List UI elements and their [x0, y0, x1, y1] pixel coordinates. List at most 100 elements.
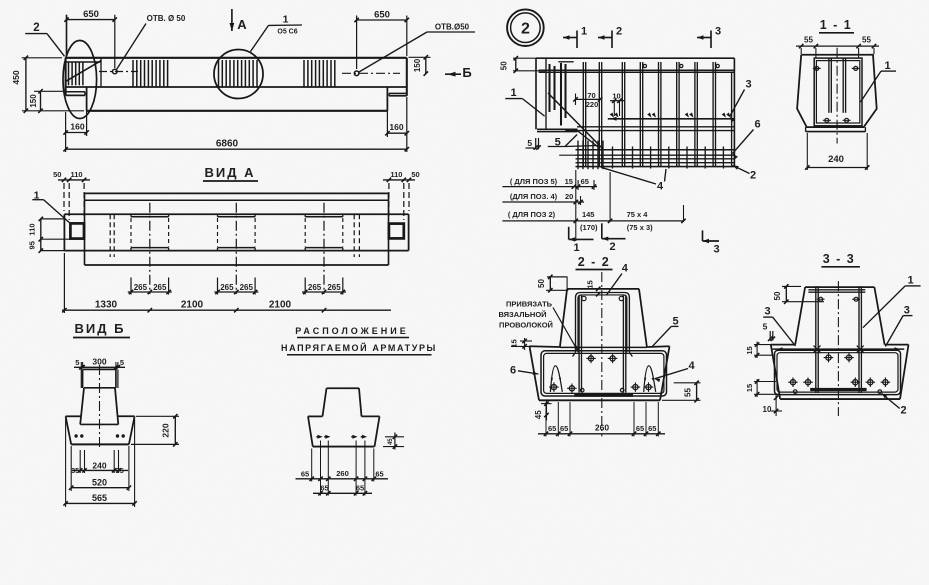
svg-text:65: 65 [648, 424, 656, 433]
svg-text:3: 3 [764, 306, 770, 318]
svg-text:70: 70 [587, 91, 595, 100]
svg-text:55: 55 [804, 36, 813, 45]
svg-text:1: 1 [581, 26, 587, 38]
svg-text:ОТВ.Ø50: ОТВ.Ø50 [435, 23, 470, 32]
svg-text:3: 3 [745, 79, 751, 91]
svg-text:2100: 2100 [269, 299, 292, 310]
svg-text:2: 2 [616, 26, 622, 38]
svg-text:2 - 2: 2 - 2 [578, 255, 611, 269]
svg-text:65: 65 [581, 177, 589, 186]
svg-text:( ДЛЯ ПОЗ 5): ( ДЛЯ ПОЗ 5) [510, 177, 558, 186]
svg-text:110: 110 [70, 170, 82, 179]
svg-text:НАПРЯГАЕМОЙ АРМАТУРЫ: НАПРЯГАЕМОЙ АРМАТУРЫ [281, 342, 437, 353]
svg-text:35: 35 [116, 466, 124, 475]
svg-text:6: 6 [510, 365, 516, 377]
svg-text:650: 650 [374, 10, 390, 21]
svg-text:РАСПОЛОЖЕНИЕ: РАСПОЛОЖЕНИЕ [295, 326, 409, 336]
svg-text:240: 240 [92, 461, 106, 471]
svg-text:65: 65 [301, 469, 309, 478]
svg-text:65: 65 [636, 424, 644, 433]
svg-text:6860: 6860 [216, 139, 239, 150]
svg-text:ОТВ. Ø 50: ОТВ. Ø 50 [147, 14, 186, 23]
svg-text:15: 15 [510, 339, 519, 347]
svg-text:110: 110 [28, 223, 37, 235]
svg-text:1: 1 [884, 60, 890, 72]
svg-text:2: 2 [521, 21, 530, 38]
svg-text:10: 10 [612, 91, 620, 100]
svg-text:2: 2 [900, 405, 906, 417]
svg-text:50: 50 [53, 170, 61, 179]
svg-text:220: 220 [586, 100, 599, 109]
svg-text:145: 145 [582, 210, 595, 219]
svg-text:260: 260 [336, 469, 349, 478]
svg-text:265: 265 [308, 283, 322, 292]
svg-text:1330: 1330 [95, 299, 118, 310]
svg-text:1: 1 [573, 242, 579, 254]
svg-text:5: 5 [527, 138, 532, 148]
svg-text:4: 4 [622, 263, 629, 275]
svg-text:5: 5 [555, 137, 561, 149]
svg-text:45: 45 [534, 410, 543, 419]
svg-text:3: 3 [714, 244, 720, 256]
svg-text:450: 450 [11, 70, 21, 84]
svg-text:265: 265 [240, 283, 254, 292]
svg-text:220: 220 [161, 423, 171, 437]
svg-text:160: 160 [70, 122, 84, 132]
svg-text:3 - 3: 3 - 3 [823, 252, 856, 266]
svg-text:ВЯЗАЛЬНОЙ: ВЯЗАЛЬНОЙ [498, 310, 546, 319]
svg-text:1: 1 [34, 189, 40, 201]
svg-text:240: 240 [828, 154, 844, 165]
svg-text:ВИД Б: ВИД Б [75, 321, 126, 336]
svg-text:265: 265 [134, 283, 148, 292]
svg-text:20: 20 [565, 192, 573, 201]
svg-text:565: 565 [92, 493, 107, 503]
svg-text:Б: Б [462, 65, 471, 80]
svg-text:65: 65 [320, 483, 328, 492]
svg-text:45: 45 [388, 438, 394, 445]
svg-text:265: 265 [153, 283, 167, 292]
svg-text:110: 110 [390, 170, 402, 179]
svg-text:650: 650 [83, 9, 99, 20]
svg-text:5: 5 [120, 358, 124, 367]
svg-text:1: 1 [907, 275, 913, 287]
svg-text:(75 х 3): (75 х 3) [627, 223, 653, 232]
svg-text:55: 55 [683, 388, 692, 397]
svg-text:2: 2 [609, 241, 615, 253]
svg-text:55: 55 [862, 36, 871, 45]
svg-text:260: 260 [595, 423, 609, 433]
svg-text:1: 1 [283, 14, 289, 26]
svg-text:5: 5 [672, 316, 678, 328]
svg-text:5: 5 [75, 358, 79, 367]
svg-text:15: 15 [565, 177, 573, 186]
svg-text:150: 150 [413, 58, 422, 72]
svg-text:520: 520 [92, 477, 107, 487]
svg-text:160: 160 [389, 122, 403, 132]
svg-text:4: 4 [688, 360, 695, 372]
svg-text:75 х 4: 75 х 4 [627, 210, 649, 219]
svg-text:2: 2 [33, 22, 39, 34]
svg-text:150: 150 [29, 94, 38, 108]
svg-text:ВИД А: ВИД А [205, 165, 256, 180]
svg-text:50: 50 [773, 291, 782, 300]
svg-text:( ДЛЯ ПОЗ 2): ( ДЛЯ ПОЗ 2) [508, 210, 556, 219]
svg-text:65: 65 [375, 469, 383, 478]
svg-text:(ДЛЯ ПОЗ. 4): (ДЛЯ ПОЗ. 4) [510, 192, 558, 201]
svg-text:50: 50 [411, 170, 419, 179]
svg-text:3: 3 [904, 305, 910, 317]
svg-text:3: 3 [715, 26, 721, 38]
svg-text:15: 15 [586, 280, 595, 288]
svg-text:ПРИВЯЗАТЬ: ПРИВЯЗАТЬ [506, 299, 553, 308]
svg-text:10: 10 [763, 405, 772, 414]
svg-text:ПРОВОЛОКОЙ: ПРОВОЛОКОЙ [499, 321, 553, 330]
svg-text:4: 4 [657, 181, 664, 193]
svg-text:265: 265 [327, 283, 341, 292]
svg-text:65: 65 [548, 424, 556, 433]
svg-text:А: А [237, 17, 247, 32]
svg-text:1 - 1: 1 - 1 [820, 18, 853, 32]
svg-text:(170): (170) [580, 223, 598, 232]
svg-text:95: 95 [28, 241, 37, 249]
svg-text:2: 2 [750, 170, 756, 182]
svg-text:1: 1 [510, 87, 516, 99]
svg-text:15: 15 [745, 384, 754, 392]
svg-text:265: 265 [220, 283, 234, 292]
